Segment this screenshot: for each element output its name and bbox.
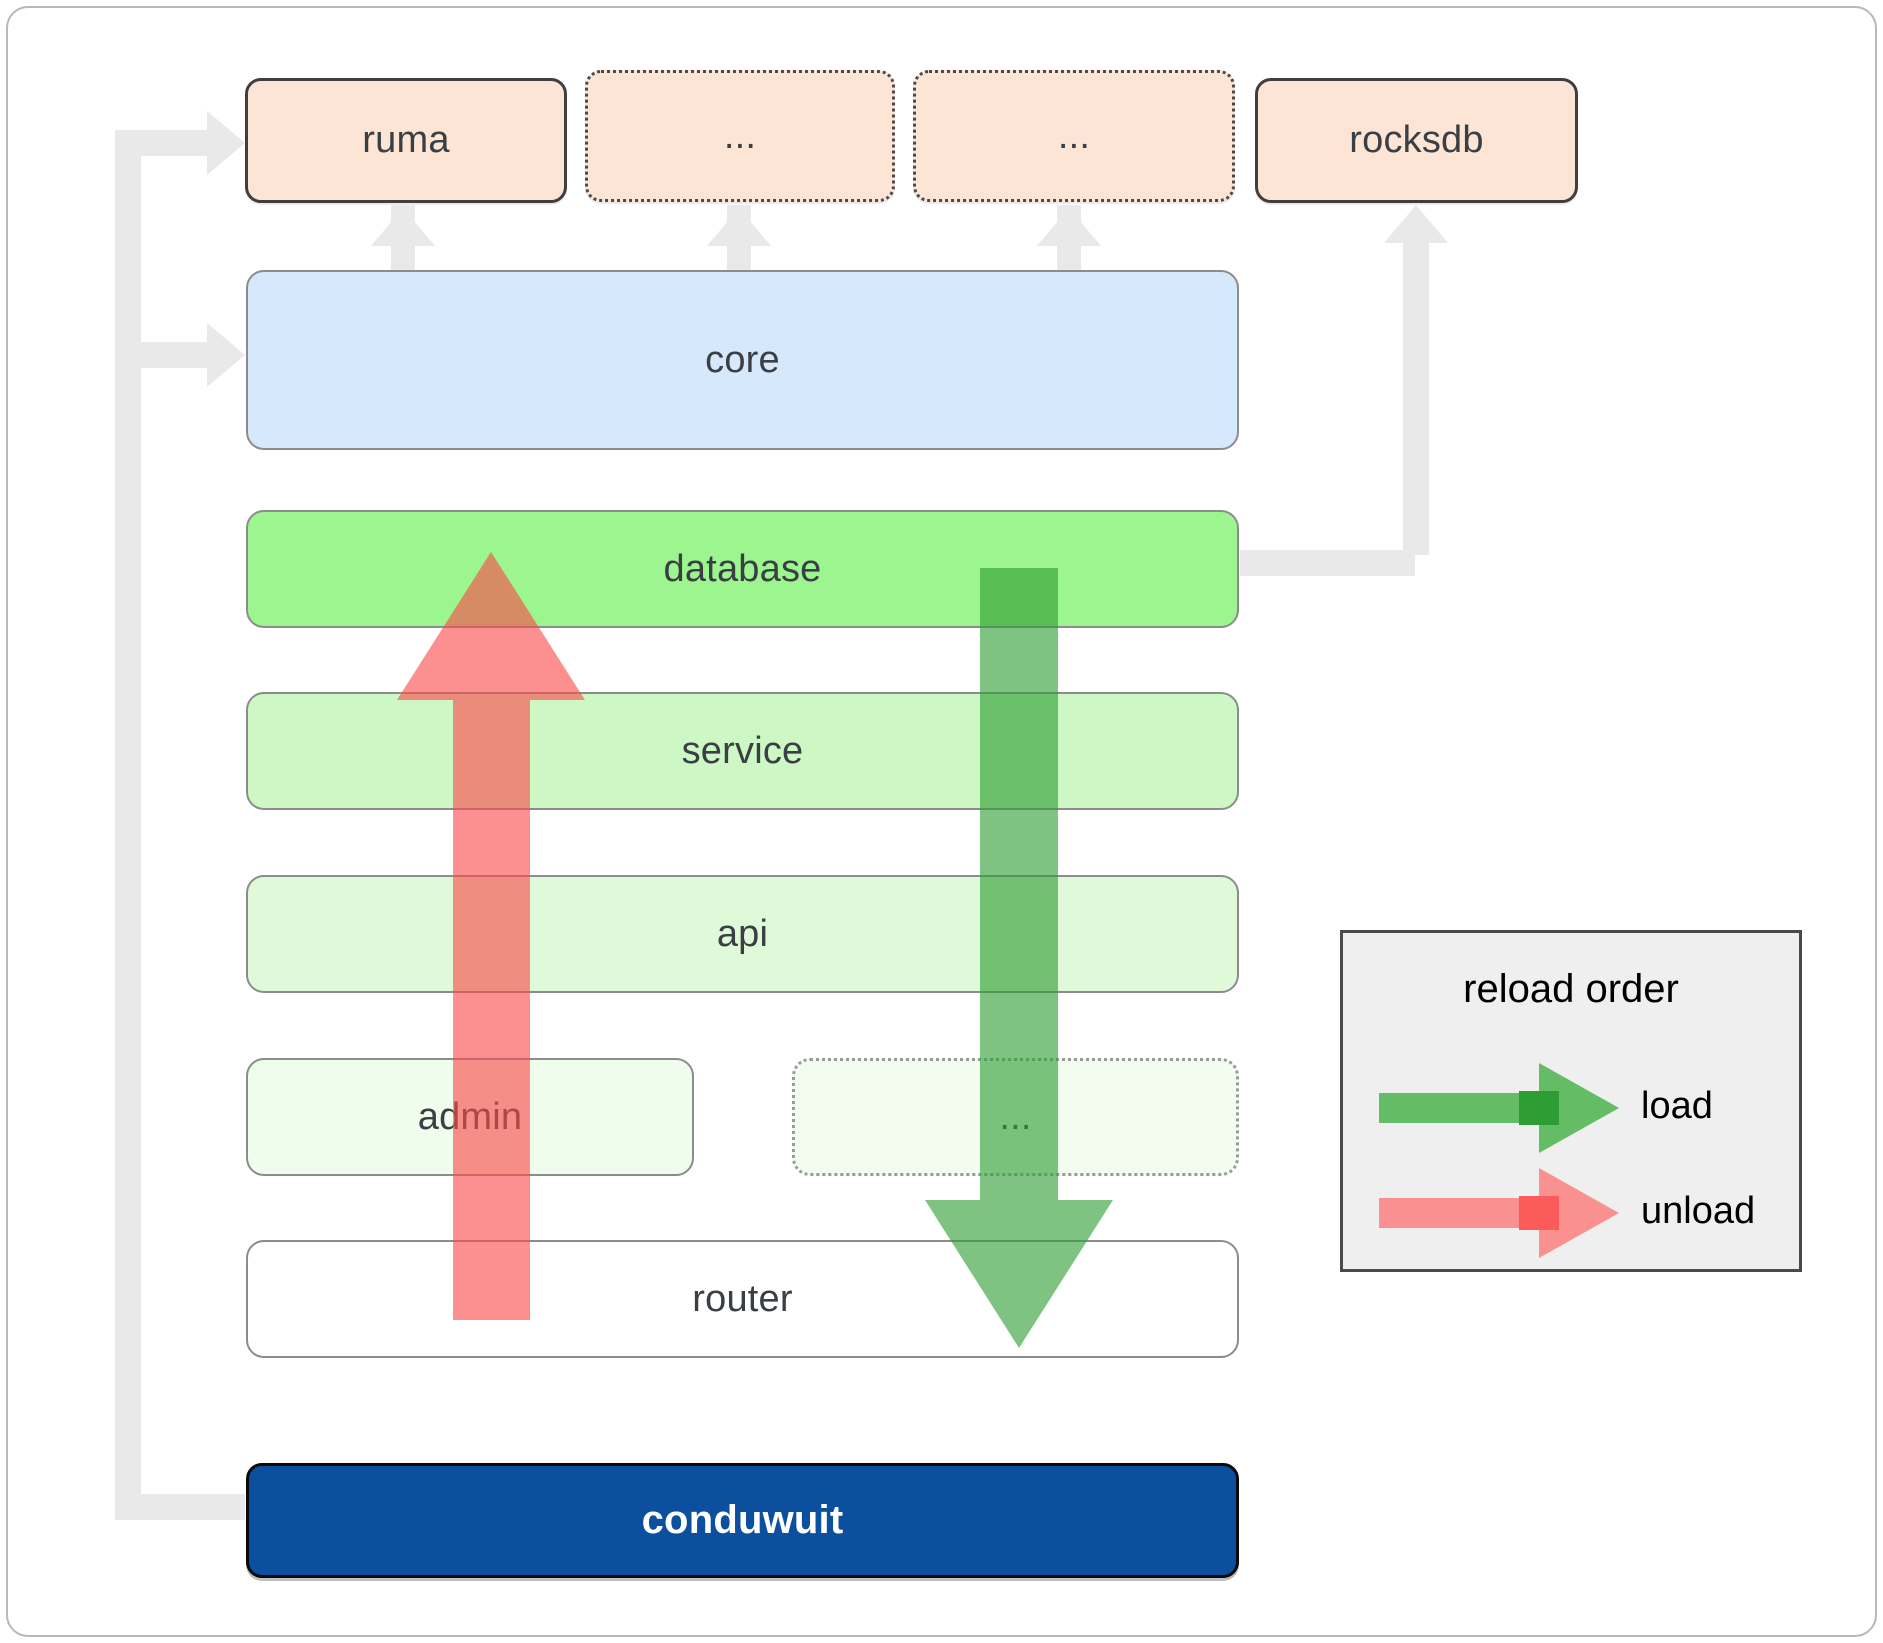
layer-label: ... — [999, 1095, 1032, 1138]
connector-branch-core — [115, 342, 215, 368]
layer-label: api — [716, 912, 769, 955]
dependency-label: ruma — [362, 119, 450, 161]
legend-unload-arrow-icon — [1379, 1168, 1619, 1258]
dependency-box-placeholder-2[interactable]: ... — [913, 70, 1235, 202]
layer-box-api[interactable]: api — [246, 875, 1239, 993]
legend-load-label: load — [1641, 1085, 1713, 1127]
connector-arrow-core-dep3 — [1037, 208, 1101, 246]
layer-box-placeholder[interactable]: ... — [792, 1058, 1239, 1176]
dependency-label: rocksdb — [1349, 119, 1484, 161]
layer-box-core[interactable]: core — [246, 270, 1239, 450]
legend-panel: reload order load unload — [1340, 930, 1802, 1272]
dependency-box-placeholder-1[interactable]: ... — [585, 70, 895, 202]
dependency-box-rocksdb[interactable]: rocksdb — [1255, 78, 1578, 203]
dependency-box-ruma[interactable]: ruma — [245, 78, 567, 203]
binary-box-conduwuit[interactable]: conduwuit — [246, 1463, 1239, 1578]
layer-box-admin[interactable]: admin — [246, 1058, 694, 1176]
layer-label: service — [681, 729, 804, 772]
diagram-frame — [6, 6, 1877, 1637]
layer-label: admin — [417, 1095, 523, 1138]
connector-database-to-rocksdb-horizontal — [1240, 550, 1415, 576]
layer-box-service[interactable]: service — [246, 692, 1239, 810]
connector-trunk-left — [115, 140, 141, 1520]
dependency-label: ... — [1057, 114, 1091, 157]
connector-arrow-core-dep2 — [707, 208, 771, 246]
dependency-label: ... — [723, 114, 757, 157]
legend-load-arrow-icon — [1379, 1063, 1619, 1153]
connector-arrow-core — [207, 323, 245, 387]
layer-box-database[interactable]: database — [246, 510, 1239, 628]
legend-unload-label: unload — [1641, 1190, 1756, 1232]
connector-arrow-core-ruma — [371, 208, 435, 246]
binary-label: conduwuit — [641, 1498, 844, 1542]
connector-arrow-ruma — [207, 111, 245, 175]
layer-box-router[interactable]: router — [246, 1240, 1239, 1358]
layer-label: router — [692, 1277, 793, 1320]
connector-database-to-rocksdb-vertical — [1403, 225, 1429, 555]
legend-title: reload order — [1463, 967, 1679, 1011]
layer-label: core — [705, 338, 780, 381]
connector-branch-ruma — [115, 130, 215, 156]
connector-bottom-to-conduwuit — [115, 1494, 245, 1520]
layer-label: database — [663, 547, 822, 590]
connector-arrow-rocksdb — [1384, 205, 1448, 243]
